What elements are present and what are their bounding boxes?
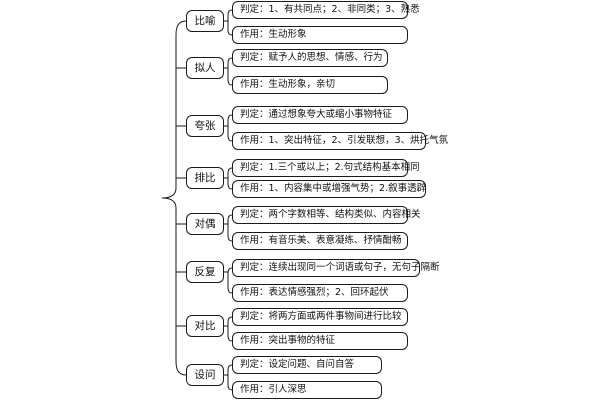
category-box: 对偶 — [186, 213, 224, 235]
effect-box: 作用：引人深思 — [232, 381, 382, 399]
judge-box: 判定：设定问题、自问自答 — [232, 356, 382, 374]
category-box: 设问 — [186, 364, 224, 386]
effect-box: 作用：生动形象 — [232, 26, 408, 44]
category-box: 排比 — [186, 167, 224, 189]
category-box: 比喻 — [186, 10, 224, 32]
effect-box: 作用：表达情感强烈；2、回环起伏 — [232, 284, 408, 302]
judge-box: 判定：将两方面或两件事物间进行比较 — [232, 308, 408, 326]
connector-line — [161, 20, 187, 376]
judge-box: 判定：通过想象夸大或缩小事物特征 — [232, 106, 408, 124]
category-box: 对比 — [186, 315, 224, 337]
judge-box: 判定：1.三个或以上；2.句式结构基本相同 — [232, 159, 420, 177]
judge-box: 判定：连续出现同一个词语或句子，无句子隔断 — [232, 259, 440, 277]
effect-box: 作用：生动形象，亲切 — [232, 76, 388, 94]
effect-box: 作用：突出事物的特征 — [232, 332, 408, 350]
judge-box: 判定：1、有共同点；2、非同类；3、熟悉 — [232, 1, 420, 19]
category-box: 拟人 — [186, 57, 224, 79]
category-box: 夸张 — [186, 115, 224, 137]
effect-box: 作用：1、内容集中或增强气势；2.叙事透辟 — [232, 180, 426, 198]
judge-box: 判定：赋予人的思想、情感、行为 — [232, 49, 388, 67]
effect-box: 作用：有音乐美、表意凝练、抒情酣畅 — [232, 232, 408, 250]
category-box: 反复 — [186, 261, 224, 283]
judge-box: 判定：两个字数相等、结构类似、内容相关 — [232, 206, 421, 224]
effect-box: 作用：1、突出特征，2、引发联想，3、烘托气氛 — [232, 132, 448, 150]
